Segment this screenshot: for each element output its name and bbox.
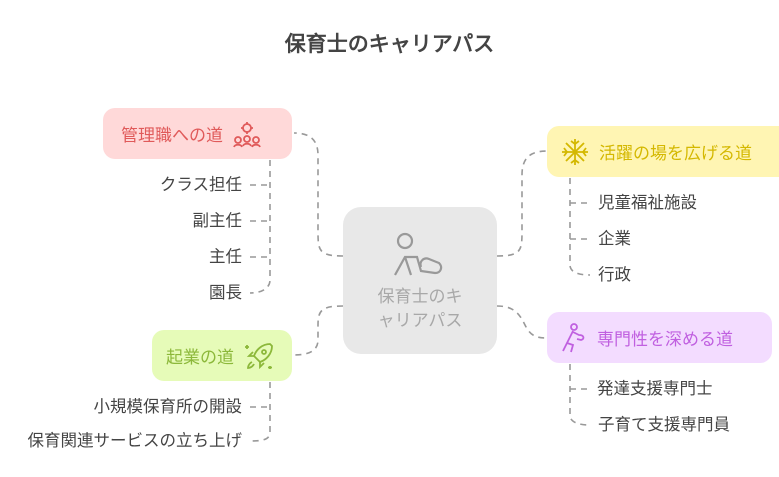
central-node[interactable]: 保育士のキャリアパス (343, 207, 497, 354)
child-playing-icon (394, 232, 443, 276)
branch-label: 管理職への道 (121, 126, 223, 146)
snowflake-icon (562, 138, 588, 165)
management-team-icon (233, 121, 261, 147)
person-growth-icon (562, 322, 585, 352)
central-label-line1: 保育士のキ (377, 287, 463, 307)
list-item: 副主任 (192, 211, 243, 230)
branch-label: 起業の道 (166, 348, 234, 368)
list-item: 行政 (598, 265, 631, 284)
list-item: 発達支援専門士 (597, 379, 713, 398)
list-item: クラス担任 (159, 175, 242, 194)
central-label-line2: ャリアパス (377, 311, 463, 331)
list-item: 小規模保育所の開設 (93, 397, 243, 416)
rocket-icon (245, 342, 273, 369)
branch-startup[interactable]: 起業の道 (152, 330, 292, 381)
branch-label: 専門性を深める道 (597, 330, 733, 350)
list-item: 企業 (598, 229, 631, 248)
list-item: 子育て支援専門員 (598, 415, 730, 434)
list-item: 児童福祉施設 (598, 193, 697, 212)
branch-management[interactable]: 管理職への道 (103, 108, 292, 159)
branch-label: 活躍の場を広げる道 (599, 144, 752, 164)
branch-expand[interactable]: 活躍の場を広げる道 (547, 126, 779, 177)
list-item: 主任 (209, 247, 242, 266)
list-item: 保育関連サービスの立ち上げ (27, 431, 243, 450)
branch-expertise[interactable]: 専門性を深める道 (547, 312, 772, 363)
list-item: 園長 (209, 283, 242, 302)
diagram-title: 保育士のキャリアパス (284, 32, 495, 56)
